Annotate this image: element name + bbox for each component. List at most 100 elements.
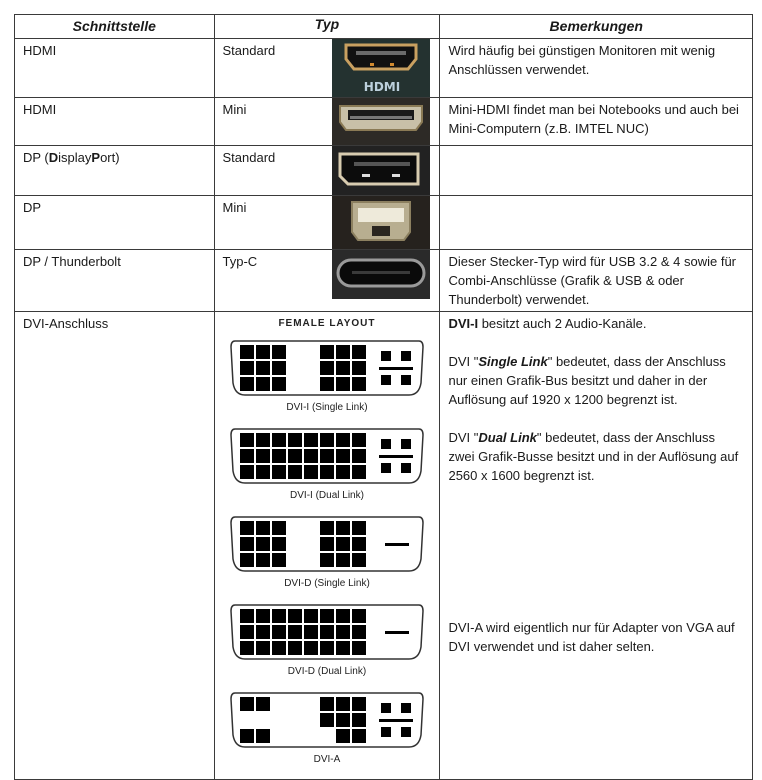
dvi-pin — [351, 697, 366, 711]
table-row: HDMI Standard HDMI Wird häufig bei günst… — [14, 38, 753, 98]
dvi-pin — [255, 345, 270, 359]
dvi-pin — [255, 729, 270, 743]
dvi-analog-pin — [380, 439, 391, 449]
dvi-pin — [319, 713, 334, 727]
interface-text: ort) — [100, 150, 120, 165]
dvi-pin — [239, 609, 254, 623]
usb-c-port-photo — [331, 250, 430, 299]
dvi-pin — [319, 537, 334, 551]
dvi-pin — [319, 521, 334, 535]
remark-cell — [439, 195, 753, 250]
remark-emphasis: Dual Link — [478, 430, 537, 445]
interface-cell: HDMI — [14, 97, 215, 146]
dvi-pin — [319, 449, 334, 463]
type-cell: Typ-C — [213, 249, 441, 312]
dvi-pin — [303, 433, 318, 447]
interface-cell: DP — [14, 195, 215, 250]
remark-text: DVI " — [448, 430, 479, 445]
dvi-caption: DVI-A — [313, 754, 341, 765]
dvi-pin — [287, 625, 302, 639]
dvi-pin — [351, 521, 366, 535]
dvi-pin — [239, 537, 254, 551]
dvi-ground-blade — [384, 543, 409, 546]
dvi-pin — [255, 449, 270, 463]
table-row: DP Mini — [14, 195, 753, 250]
type-label: Mini — [222, 102, 247, 117]
dvi-pin — [255, 433, 270, 447]
dvi-connector-diagram — [230, 428, 424, 484]
dvi-pin — [351, 345, 366, 359]
dvi-pin — [351, 361, 366, 375]
dvi-analog-pin — [380, 375, 391, 385]
dvi-pin — [287, 433, 302, 447]
dvi-pin — [351, 377, 366, 391]
dvi-pin — [335, 465, 350, 479]
dvi-pin — [319, 361, 334, 375]
interface-cell: HDMI — [14, 38, 215, 98]
dvi-pin — [351, 449, 366, 463]
table-row: DVI-Anschluss FEMALE LAYOUT DVI-I (Singl… — [14, 311, 753, 780]
dvi-connector-diagram — [230, 604, 424, 660]
dvi-pin — [271, 361, 286, 375]
dvi-connector-diagram — [230, 516, 424, 572]
dvi-pin — [271, 609, 286, 623]
dvi-pin — [351, 729, 366, 743]
dvi-analog-pin — [380, 463, 391, 473]
dvi-pin — [319, 625, 334, 639]
dvi-pin — [303, 641, 318, 655]
dvi-pin — [351, 433, 366, 447]
dvi-pin — [239, 361, 254, 375]
dvi-pin — [335, 625, 350, 639]
dvi-pin — [319, 433, 334, 447]
dvi-ground-blade — [378, 719, 413, 722]
dvi-pin — [319, 377, 334, 391]
dvi-pin — [271, 625, 286, 639]
dvi-pin — [319, 345, 334, 359]
interface-cell: DVI-Anschluss — [14, 311, 215, 780]
dvi-analog-pin — [400, 439, 411, 449]
type-label: Standard — [222, 43, 276, 58]
dvi-pin — [255, 641, 270, 655]
dvi-pin — [239, 697, 254, 711]
dvi-pin — [255, 521, 270, 535]
dvi-connector-diagram — [230, 692, 424, 748]
dvi-pin — [351, 609, 366, 623]
remark-cell: Dieser Stecker-Typ wird für USB 3.2 & 4 … — [439, 249, 753, 312]
dvi-pin — [351, 537, 366, 551]
dvi-pin — [335, 345, 350, 359]
dvi-pin — [303, 449, 318, 463]
dvi-pin — [319, 465, 334, 479]
type-cell: Mini — [213, 195, 441, 250]
dvi-pin — [351, 553, 366, 567]
dvi-pin — [335, 537, 350, 551]
remark-cell: Mini-HDMI findet man bei Notebooks und a… — [439, 97, 753, 146]
dvi-pin — [239, 553, 254, 567]
header-bemerkungen: Bemerkungen — [439, 14, 753, 39]
dvi-pin — [335, 697, 350, 711]
dvi-remark-4: DVI-A wird eigentlich nur für Adapter vo… — [448, 620, 735, 654]
dvi-pin — [351, 465, 366, 479]
dvi-pin — [239, 449, 254, 463]
dvi-pin — [303, 465, 318, 479]
remark-cell: Wird häufig bei günstigen Monitoren mit … — [439, 38, 753, 98]
dvi-pin — [287, 609, 302, 623]
remark-emphasis: Single Link — [478, 354, 548, 369]
dvi-pin — [271, 553, 286, 567]
dvi-connector-diagram — [230, 340, 424, 396]
dvi-pin — [255, 465, 270, 479]
interface-cell: DP / Thunderbolt — [14, 249, 215, 312]
dvi-pin — [319, 697, 334, 711]
remark-cell: DVI-I besitzt auch 2 Audio-Kanäle. DVI "… — [439, 311, 753, 780]
dvi-pin — [335, 433, 350, 447]
remark-text: " bedeutet, dass der Anschluss zwei Graf… — [448, 430, 739, 483]
dvi-analog-pin — [380, 727, 391, 737]
type-cell: Standard — [213, 145, 441, 196]
dvi-pin — [271, 537, 286, 551]
dvi-pin — [335, 729, 350, 743]
type-cell: Mini — [213, 97, 441, 146]
dvi-pin — [271, 449, 286, 463]
dvi-pin — [239, 641, 254, 655]
displayport-port-photo — [331, 146, 430, 195]
dvi-remark-2: DVI "Single Link" bedeutet, dass der Ans… — [448, 352, 744, 409]
dvi-pin — [271, 345, 286, 359]
